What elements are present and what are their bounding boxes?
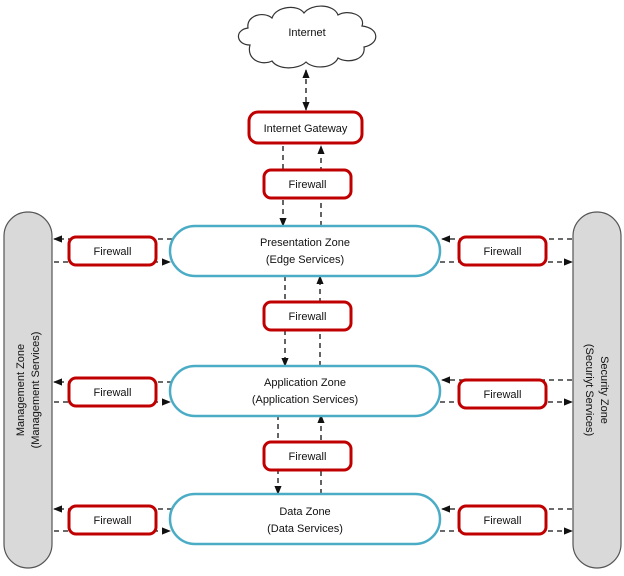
security-zone: Security Zone (Securiyt Services) xyxy=(572,211,622,569)
firewall-application-data: Firewall xyxy=(262,440,353,472)
data-zone: Data Zone (Data Services) xyxy=(168,492,442,546)
security-zone-subtitle: (Securiyt Services) xyxy=(583,344,595,436)
firewall-right-application: Firewall xyxy=(457,378,548,410)
firewall-label: Firewall xyxy=(484,515,522,527)
firewall-left-application: Firewall xyxy=(67,376,158,408)
firewall-label: Firewall xyxy=(289,311,327,323)
application-zone: Application Zone (Application Services) xyxy=(168,364,442,418)
presentation-zone-subtitle: (Edge Services) xyxy=(266,254,344,266)
firewall-right-presentation: Firewall xyxy=(457,235,548,267)
application-zone-subtitle: (Application Services) xyxy=(252,394,358,406)
firewall-left-presentation: Firewall xyxy=(67,235,158,267)
application-zone-title: Application Zone xyxy=(264,377,346,389)
cloud-icon xyxy=(237,5,377,69)
firewall-label: Firewall xyxy=(484,246,522,258)
presentation-zone: Presentation Zone (Edge Services) xyxy=(168,224,442,278)
firewall-label: Firewall xyxy=(289,179,327,191)
internet-label: Internet xyxy=(288,27,325,39)
internet-gateway-node: Internet Gateway xyxy=(247,110,364,145)
firewall-label: Firewall xyxy=(484,389,522,401)
management-zone: Management Zone (Management Services) xyxy=(3,211,53,569)
firewall-label: Firewall xyxy=(94,515,132,527)
management-zone-subtitle: (Management Services) xyxy=(30,332,42,449)
management-zone-title: Management Zone xyxy=(15,344,27,436)
data-zone-title: Data Zone xyxy=(279,506,330,518)
internet-cloud: Internet xyxy=(237,5,377,69)
presentation-zone-title: Presentation Zone xyxy=(260,237,350,249)
firewall-left-data: Firewall xyxy=(67,504,158,536)
firewall-presentation-application: Firewall xyxy=(262,300,353,332)
security-zone-title: Security Zone xyxy=(598,356,610,424)
firewall-right-data: Firewall xyxy=(457,504,548,536)
internet-gateway-label: Internet Gateway xyxy=(264,123,348,135)
firewall-label: Firewall xyxy=(94,387,132,399)
firewall-label: Firewall xyxy=(289,451,327,463)
data-zone-subtitle: (Data Services) xyxy=(267,523,343,535)
firewall-gateway-presentation: Firewall xyxy=(262,168,353,200)
firewall-label: Firewall xyxy=(94,246,132,258)
